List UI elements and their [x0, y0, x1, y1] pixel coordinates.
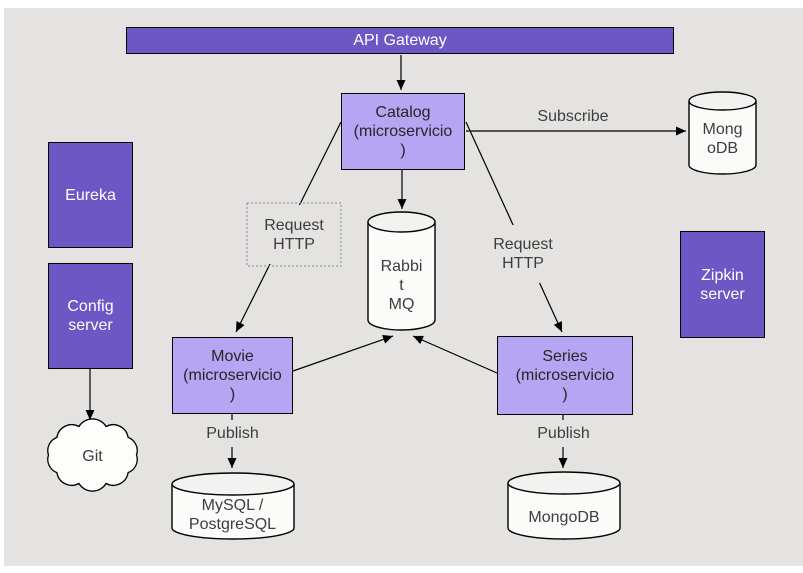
- edge-label-subscribe[interactable]: Subscribe: [537, 107, 609, 125]
- node-zipkin-server[interactable]: Zipkin server: [680, 231, 765, 338]
- mysql-postgresql-cylinder[interactable]: [171, 472, 295, 540]
- node-catalog-label: Catalog (microservicio ): [353, 104, 453, 159]
- git-cloud[interactable]: [47, 418, 138, 492]
- edge-movie-to-rabbitmq[interactable]: [292, 335, 394, 372]
- node-series-microservice[interactable]: Series (microservicio ): [497, 336, 633, 415]
- node-catalog-microservice[interactable]: Catalog (microservicio ): [341, 93, 465, 170]
- node-zipkin-server-label: Zipkin server: [700, 266, 745, 303]
- node-config-server[interactable]: Config server: [48, 263, 133, 369]
- rabbitmq-cylinder[interactable]: [367, 211, 436, 331]
- git-label: Git: [82, 447, 103, 465]
- mysql-postgresql-label: MySQL / PostgreSQL: [188, 497, 277, 533]
- mongodb-top-cylinder[interactable]: [688, 91, 757, 175]
- edge-label-request-http-left[interactable]: Request HTTP: [249, 205, 339, 264]
- edge-series-to-rabbitmq[interactable]: [412, 335, 498, 374]
- edge-label-publish-left[interactable]: Publish: [196, 420, 269, 447]
- node-movie-microservice[interactable]: Movie (microservicio ): [172, 337, 293, 414]
- mongodb-bottom-cylinder[interactable]: [507, 471, 621, 540]
- node-api-gateway-label: API Gateway: [353, 32, 447, 49]
- mongodb-top-label: Mong oDB: [702, 121, 743, 157]
- edge-label-request-http-right[interactable]: Request HTTP: [477, 225, 569, 283]
- node-eureka-label: Eureka: [65, 186, 116, 204]
- edge-label-publish-right[interactable]: Publish: [527, 420, 600, 447]
- request-http-left-frame[interactable]: [246, 202, 342, 267]
- mongodb-bottom-label: MongoDB: [528, 508, 600, 526]
- node-api-gateway[interactable]: API Gateway: [126, 27, 674, 54]
- rabbitmq-label: Rabbi t MQ: [380, 257, 423, 313]
- node-eureka[interactable]: Eureka: [48, 142, 133, 248]
- node-movie-label: Movie (microservicio ): [183, 348, 282, 403]
- node-config-server-label: Config server: [67, 298, 114, 334]
- node-series-label: Series (microservicio ): [515, 348, 615, 403]
